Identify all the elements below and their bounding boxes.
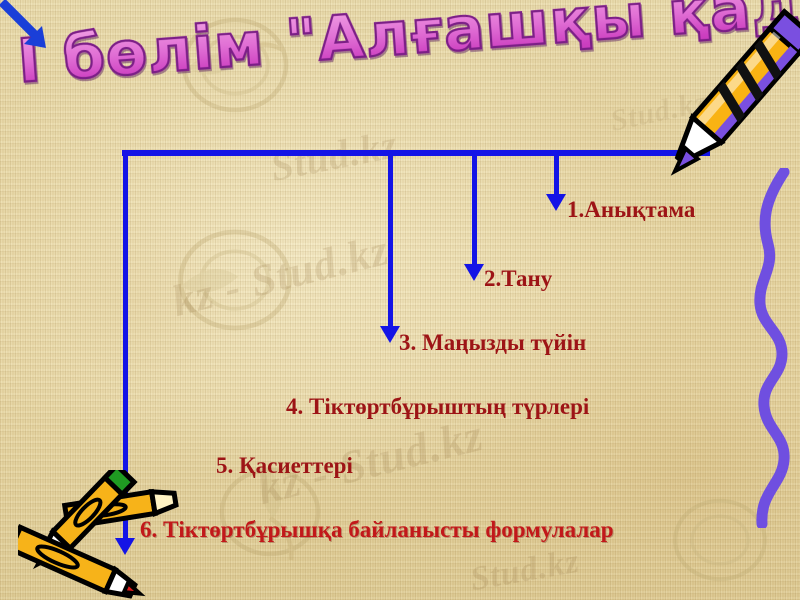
outline-item-6: 6. Тіктөртбұрышқа байланысты формулалар (140, 517, 614, 542)
tree-arrowhead (464, 264, 484, 281)
outline-item-3: 3. Маңызды түйін (399, 330, 587, 355)
outline-item-4: 4. Тіктөртбұрыштың түрлері (286, 394, 590, 419)
tree-arrowhead (115, 538, 135, 555)
outline-item-1: 1.Анықтама (567, 197, 696, 222)
tree-branch-line (472, 153, 477, 266)
tree-arrowhead (546, 194, 566, 211)
tree-branch-line (554, 153, 559, 196)
outline-item-2: 2.Тану (484, 266, 553, 291)
tree-arrowhead (380, 326, 400, 343)
tree-horizontal-line (122, 150, 710, 156)
tree-branch-line (123, 153, 128, 545)
outline-item-5: 5. Қасиеттері (216, 453, 353, 478)
tree-branch-line (388, 153, 393, 328)
